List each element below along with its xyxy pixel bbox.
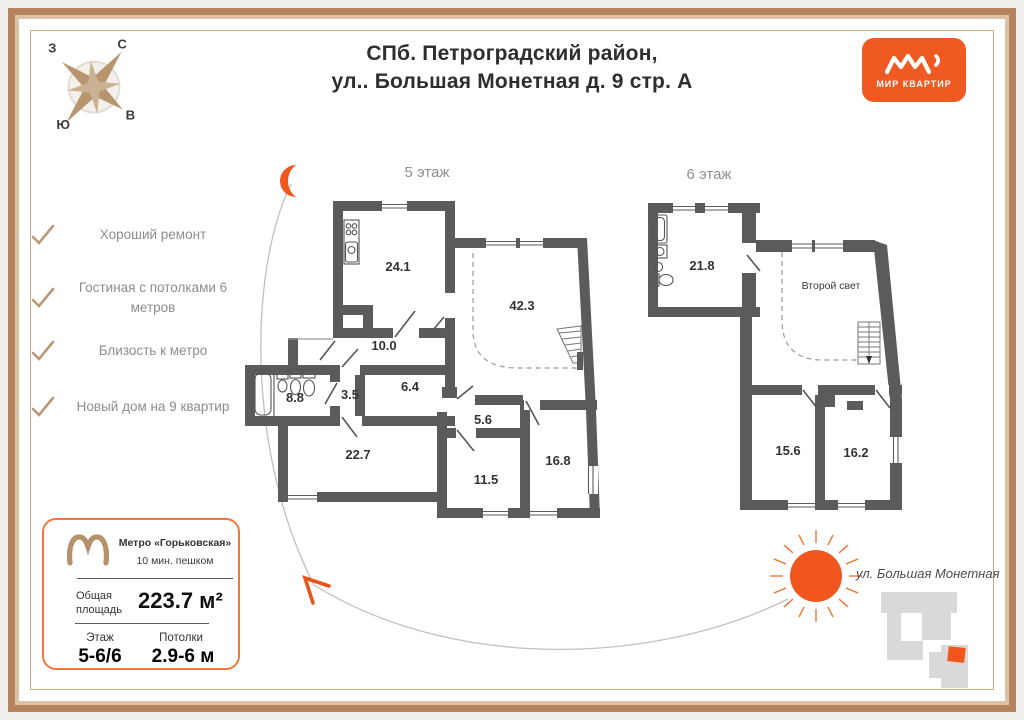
floor6-doors xyxy=(746,254,891,409)
compass-north-label: С xyxy=(117,36,127,51)
feature-text: Новый дом на 9 квартир xyxy=(76,398,230,414)
floor6-plan: 21.8 Второй свет 15.6 16.2 xyxy=(648,203,902,510)
floor6-bath-fixtures-icon xyxy=(651,214,674,287)
floor5-walls xyxy=(245,201,600,518)
room-area-bed1: 22.7 xyxy=(345,447,370,462)
floor6-openings xyxy=(673,203,902,510)
floor-value: 5-6/6 xyxy=(78,646,122,667)
room-area-bed1: 15.6 xyxy=(775,443,800,458)
checkmark-icon xyxy=(31,224,55,245)
room-area-wc: 3.5 xyxy=(341,387,359,402)
feature-text: Близость к метро xyxy=(98,342,208,358)
brand-zigzag-icon xyxy=(884,53,941,74)
room-area-bed3: 16.8 xyxy=(545,453,570,468)
room-area-hall: 10.0 xyxy=(371,338,396,353)
total-area-label: Общая площадь xyxy=(76,590,122,617)
bathroom-fixtures-icon xyxy=(251,369,316,419)
feature-item-metro: Близость к метро xyxy=(30,338,242,364)
checkmark-icon xyxy=(31,287,55,309)
checkmark-icon xyxy=(31,340,55,361)
floor6-stairs xyxy=(857,321,881,365)
card-divider xyxy=(77,578,233,579)
ceiling-value: 2.9-6 м xyxy=(151,646,215,667)
floor6-void-dashed xyxy=(781,252,876,361)
card-divider xyxy=(75,623,209,624)
room-area-bed2: 16.2 xyxy=(843,445,868,460)
room-area-living: 42.3 xyxy=(509,298,534,313)
brand-name: МИР КВАРТИР xyxy=(876,78,952,89)
floor5-window-glass xyxy=(288,203,594,516)
metro-walk-time: 10 мин. пешком xyxy=(136,555,214,567)
metro-station: Метро «Горьковская» xyxy=(118,537,232,549)
floor6-window-glass xyxy=(673,205,899,508)
kitchen-fixtures-icon xyxy=(343,219,360,265)
compass-rose-icon: С З В Ю xyxy=(48,36,136,132)
feature-text: Хороший ремонт xyxy=(99,226,207,242)
floor5-void-dashed xyxy=(472,253,578,369)
room-area-cab: 6.4 xyxy=(401,379,420,394)
poster-frame-line xyxy=(30,30,994,690)
room-area-bath: 8.8 xyxy=(286,390,304,405)
compass-east-label: В xyxy=(126,108,136,123)
floor5-room-labels: 24.1 42.3 10.0 6.4 3.5 8.8 5.6 22.7 11.5… xyxy=(286,259,571,487)
feature-item-renovation: Хороший ремонт xyxy=(30,222,242,248)
feature-text: Гостиная с потолками 6 метров xyxy=(78,280,228,316)
floor5-stairs xyxy=(556,325,583,370)
page-title: СПб. Петроградский район, ул.. Большая М… xyxy=(212,40,812,96)
floor5-doors xyxy=(319,310,540,452)
brand-logo: МИР КВАРТИР xyxy=(862,38,966,102)
floor5-title: 5 этаж xyxy=(404,164,450,181)
compass-south-label: Ю xyxy=(56,117,70,132)
ceiling-label: Потолки xyxy=(159,632,203,644)
room-area-corr: 5.6 xyxy=(474,412,492,427)
feature-item-ceilings: Гостиная с потолками 6 метров xyxy=(30,278,242,319)
floor5-plan: 24.1 42.3 10.0 6.4 3.5 8.8 5.6 22.7 11.5… xyxy=(245,201,600,518)
title-line-2: ул.. Большая Монетная д. 9 стр. А xyxy=(331,70,693,93)
room-area-kitchen: 24.1 xyxy=(385,259,410,274)
street-label: ул. Большая Монетная xyxy=(856,566,1000,581)
floor6-room-labels: 21.8 Второй свет 15.6 16.2 xyxy=(689,258,868,460)
title-line-1: СПб. Петроградский район, xyxy=(366,42,658,65)
room-area-studio: 21.8 xyxy=(689,258,714,273)
checkmark-icon xyxy=(31,396,55,417)
floor-label: Этаж xyxy=(86,632,114,644)
compass-west-label: З xyxy=(48,40,56,55)
feature-item-new-building: Новый дом на 9 квартир xyxy=(30,394,242,420)
room-area-bed2: 11.5 xyxy=(474,472,499,487)
metro-logo-icon xyxy=(66,534,110,566)
second-light-label: Второй свет xyxy=(802,280,861,292)
listing-info-card: Метро «Горьковская» 10 мин. пешком Общая… xyxy=(42,518,240,670)
floor6-title: 6 этаж xyxy=(686,166,732,183)
total-area-value: 223.7 м² xyxy=(138,588,223,613)
poster-frame-outer xyxy=(8,8,1016,712)
